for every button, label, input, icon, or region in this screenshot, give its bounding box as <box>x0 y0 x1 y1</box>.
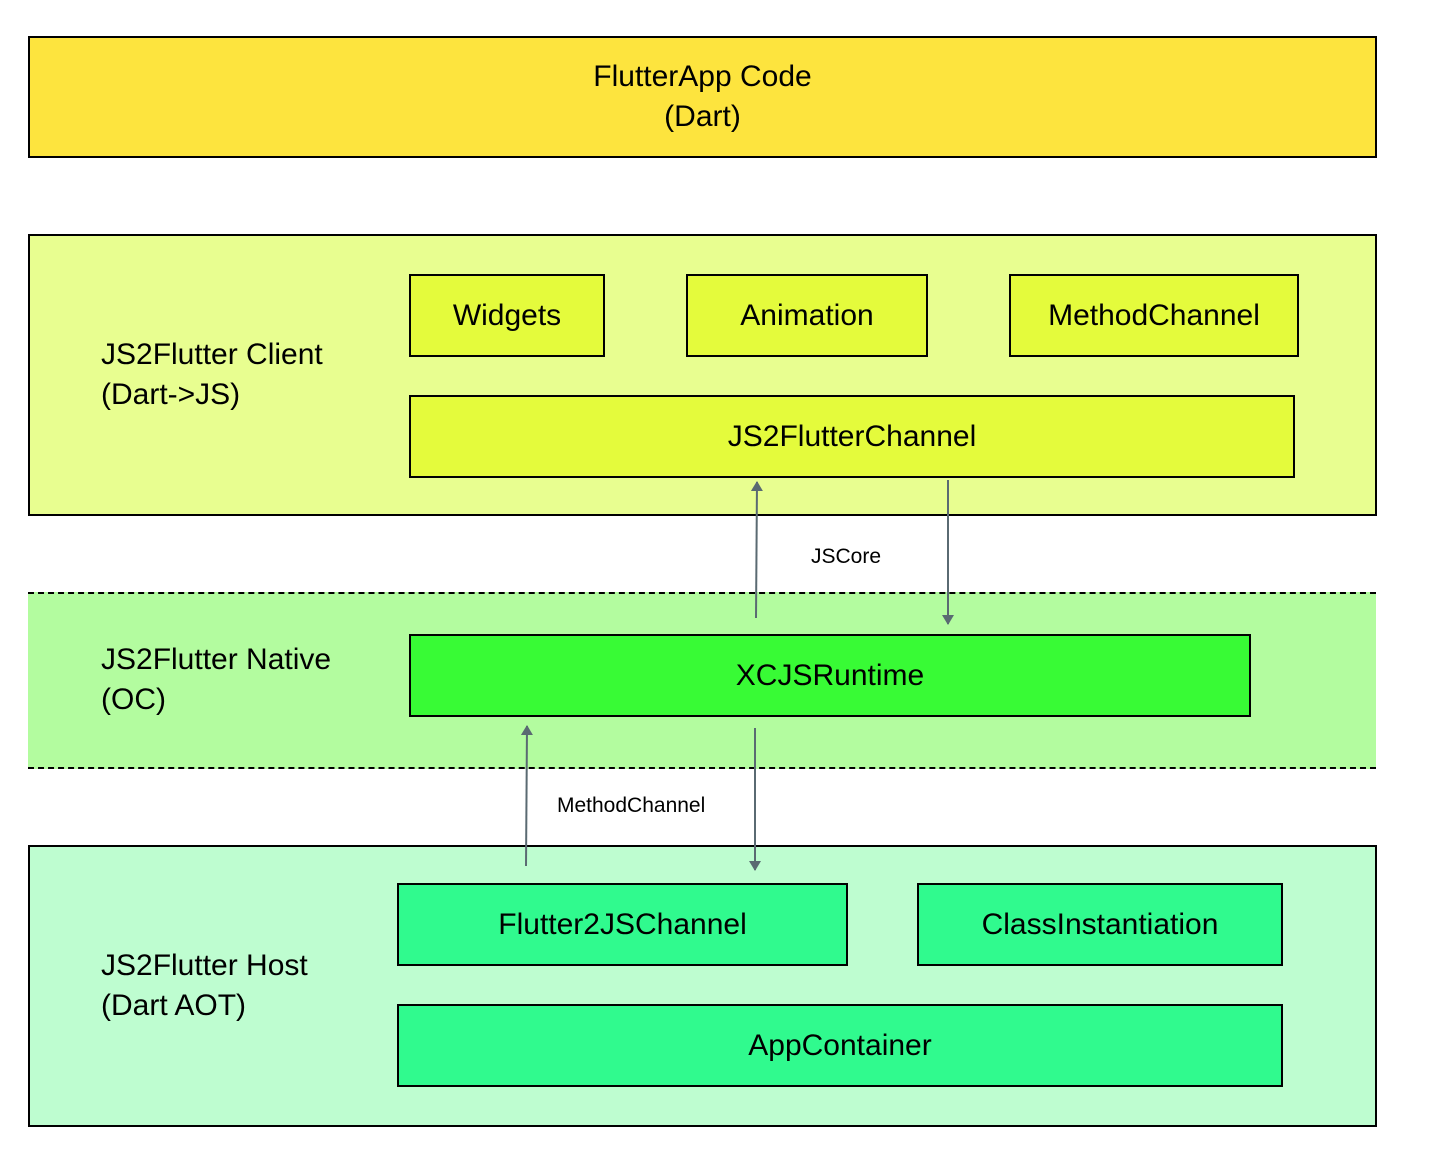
native-layer-subtitle: (OC) <box>101 683 166 716</box>
app-layer-subtitle: (Dart) <box>664 100 741 133</box>
client-layer-title: JS2Flutter Client <box>101 338 323 371</box>
app-container-box: AppContainer <box>397 1004 1283 1087</box>
method-channel-box: MethodChannel <box>1009 274 1299 357</box>
xcjsruntime-box: XCJSRuntime <box>409 634 1251 717</box>
host-layer-subtitle: (Dart AOT) <box>101 989 247 1022</box>
host-layer-label: JS2Flutter Host (Dart AOT) <box>101 946 308 1026</box>
js2flutter-channel-box: JS2FlutterChannel <box>409 395 1295 478</box>
class-instantiation-box: ClassInstantiation <box>917 883 1283 966</box>
host-layer-title: JS2Flutter Host <box>101 949 308 982</box>
methodchannel-connector-label: MethodChannel <box>557 794 706 817</box>
flutter2js-channel-box: Flutter2JSChannel <box>397 883 848 966</box>
native-layer-title: JS2Flutter Native <box>101 643 332 676</box>
flutter-app-code-layer: FlutterApp Code (Dart) <box>28 36 1377 158</box>
native-layer-label: JS2Flutter Native (OC) <box>101 640 331 720</box>
animation-box: Animation <box>686 274 928 357</box>
widgets-box: Widgets <box>409 274 605 357</box>
client-layer-label: JS2Flutter Client (Dart->JS) <box>101 335 323 415</box>
app-layer-title: FlutterApp Code <box>593 60 812 93</box>
client-layer-subtitle: (Dart->JS) <box>101 378 241 411</box>
jscore-connector-label: JSCore <box>811 545 882 568</box>
arrow-native-to-client <box>750 481 763 619</box>
arrow-host-to-native <box>520 725 533 867</box>
